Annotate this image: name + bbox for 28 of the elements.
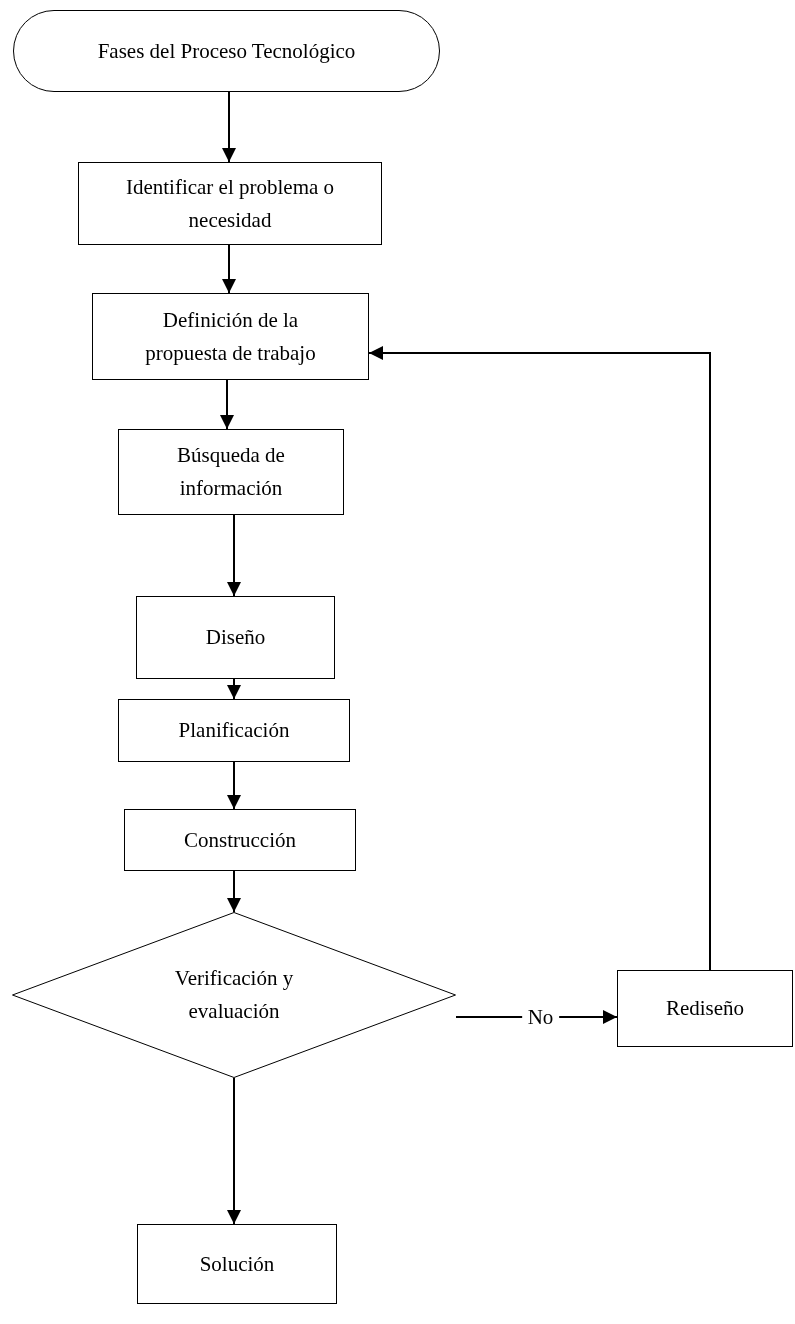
process-box xyxy=(92,293,369,380)
arrow xyxy=(227,514,241,597)
arrow xyxy=(222,244,236,294)
node-text: Rediseño xyxy=(665,995,745,1023)
process-box xyxy=(137,1224,337,1304)
arrow xyxy=(227,678,241,700)
node-text: Diseño xyxy=(205,624,266,652)
arrow xyxy=(227,761,241,810)
process-box xyxy=(136,596,335,679)
process-box xyxy=(78,162,382,245)
node-text: Identificar el problema o necesidad xyxy=(124,173,336,234)
node-text: Planificación xyxy=(178,717,290,745)
node-text: Búsqueda de información xyxy=(176,442,286,502)
process-box xyxy=(118,429,344,515)
node-text: Solución xyxy=(199,1250,275,1278)
node-text: Construcción xyxy=(184,826,296,854)
arrow xyxy=(220,379,234,430)
node-text: Verificación y evaluación xyxy=(173,965,295,1025)
process-box xyxy=(124,809,356,871)
node-text: Definición de la propuesta de trabajo xyxy=(144,306,317,367)
node-text: Fases del Proceso Tecnológico xyxy=(97,37,356,65)
process-box xyxy=(617,970,793,1047)
process-box xyxy=(118,699,350,762)
arrow xyxy=(227,870,241,913)
arrow xyxy=(368,346,711,971)
arrow xyxy=(227,1077,241,1225)
arrow xyxy=(222,91,236,163)
decision-diamond xyxy=(12,912,456,1078)
